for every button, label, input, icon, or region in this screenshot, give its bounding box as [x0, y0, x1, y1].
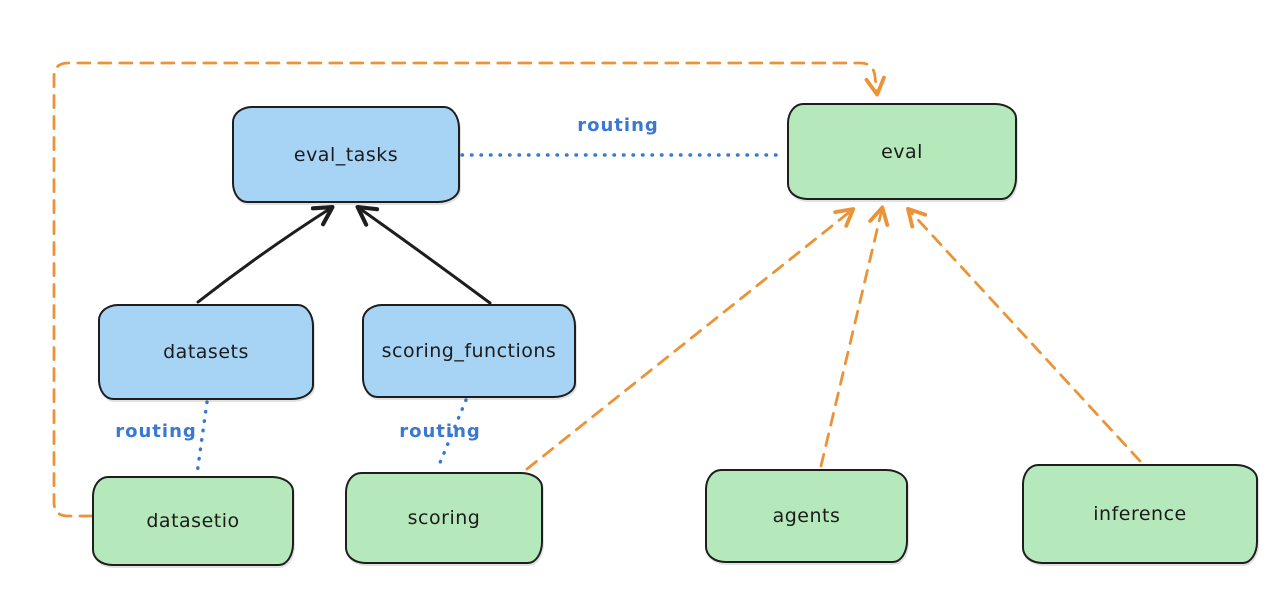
- edge-agents-eval-arrow: [819, 205, 890, 468]
- edge-inference-eval-arrow: [905, 206, 1142, 463]
- node-scoring-functions: scoring_functions: [362, 304, 576, 398]
- node-agents-label: agents: [772, 505, 841, 527]
- node-datasetio: datasetio: [92, 476, 294, 566]
- node-scoring-label: scoring: [407, 507, 481, 529]
- node-scoring-functions-label: scoring_functions: [381, 340, 557, 362]
- edge-scoring-eval-arrow: [525, 207, 856, 471]
- node-inference-label: inference: [1093, 503, 1187, 525]
- edge-scoringfunctions-scoring-routing: [435, 398, 468, 472]
- node-inference: inference: [1022, 464, 1258, 564]
- node-eval-tasks-label: eval_tasks: [293, 143, 399, 166]
- edge-label-routing-mid: routing: [399, 421, 481, 442]
- edge-label-routing-left: routing: [115, 421, 197, 442]
- edge-datasets-evaltasks-arrow: [196, 205, 335, 304]
- node-eval-tasks: eval_tasks: [232, 106, 460, 203]
- edge-datasetio-eval-loop-arrow: [52, 61, 886, 518]
- node-datasetio-label: datasetio: [146, 510, 240, 532]
- node-eval: eval: [787, 103, 1017, 200]
- edge-label-routing-top: routing: [577, 115, 659, 136]
- edge-scoringfunctions-evaltasks-arrow: [355, 204, 492, 305]
- edge-datasets-datasetio-routing: [195, 400, 209, 476]
- node-datasets-label: datasets: [163, 341, 249, 363]
- node-datasets: datasets: [98, 304, 314, 400]
- node-scoring: scoring: [345, 472, 543, 564]
- node-agents: agents: [705, 469, 908, 563]
- node-eval-label: eval: [881, 140, 923, 163]
